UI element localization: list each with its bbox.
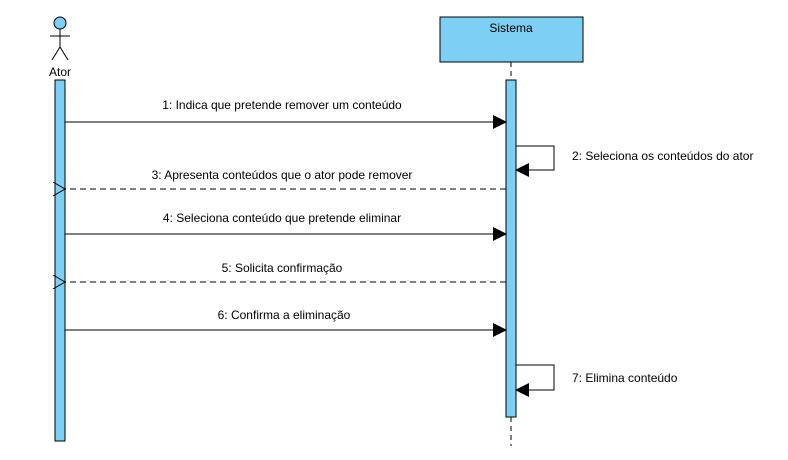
message-7-label: 7: Elimina conteúdo bbox=[572, 371, 678, 385]
message-5-label: 5: Solicita confirmação bbox=[222, 261, 343, 275]
message-1-label: 1: Indica que pretende remover um conteú… bbox=[162, 98, 402, 112]
message-1: 1: Indica que pretende remover um conteú… bbox=[65, 98, 507, 129]
message-2: 2: Seleciona os conteúdos do ator bbox=[515, 145, 753, 177]
message-6: 6: Confirma a eliminação bbox=[65, 308, 507, 337]
actor-name: Ator bbox=[49, 65, 71, 79]
actor-head bbox=[53, 16, 67, 30]
actor-activation-bar bbox=[54, 79, 66, 442]
message-6-label: 6: Confirma a eliminação bbox=[218, 308, 351, 322]
message-4: 4: Seleciona conteúdo que pretende elimi… bbox=[65, 211, 507, 241]
system-activation-bar bbox=[505, 79, 517, 418]
system-header-box bbox=[439, 16, 584, 63]
message-7: 7: Elimina conteúdo bbox=[515, 364, 678, 397]
message-3-label: 3: Apresenta conteúdos que o ator pode r… bbox=[152, 168, 413, 182]
message-7-arrow bbox=[515, 364, 555, 397]
actor-lifeline: Ator bbox=[49, 16, 71, 442]
system-lifeline: Sistema bbox=[439, 16, 584, 446]
actor-icon bbox=[50, 16, 70, 61]
message-5: 5: Solicita confirmação bbox=[65, 261, 506, 282]
system-name: Sistema bbox=[489, 21, 533, 35]
message-4-label: 4: Seleciona conteúdo que pretende elimi… bbox=[163, 211, 401, 225]
message-2-arrow bbox=[515, 145, 555, 177]
message-3: 3: Apresenta conteúdos que o ator pode r… bbox=[65, 168, 506, 189]
message-2-label: 2: Seleciona os conteúdos do ator bbox=[572, 149, 753, 163]
